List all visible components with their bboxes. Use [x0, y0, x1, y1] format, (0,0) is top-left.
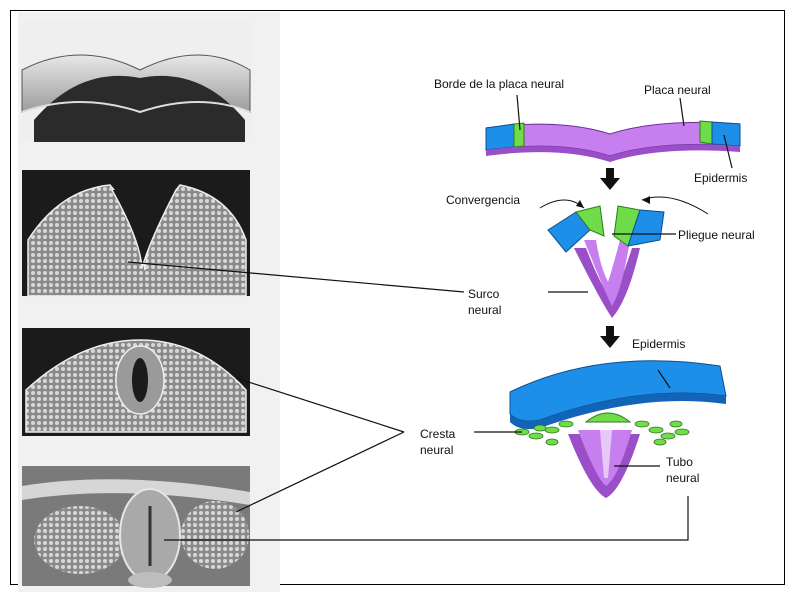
down-arrow-1: [600, 168, 620, 190]
label-borde-placa: Borde de la placa neural: [434, 77, 564, 91]
label-cresta-1: Cresta: [420, 427, 456, 441]
label-tubo-2: neural: [666, 471, 699, 485]
micrograph-neural-tube: [22, 466, 250, 588]
label-epidermis-bottom: Epidermis: [632, 337, 685, 351]
down-arrow-2: [600, 326, 620, 348]
stage-neural-plate: [486, 121, 740, 162]
label-surco-1: Surco: [468, 287, 500, 301]
stage-neural-fold: [540, 196, 708, 318]
label-pliegue-neural: Pliegue neural: [678, 228, 755, 242]
label-convergencia: Convergencia: [446, 193, 520, 207]
micrograph-neural-groove: [22, 170, 250, 296]
label-surco-2: neural: [468, 303, 501, 317]
micrograph-neural-tube-forming: [22, 328, 250, 436]
label-cresta-2: neural: [420, 443, 453, 457]
label-placa-neural: Placa neural: [644, 83, 711, 97]
label-epidermis-top: Epidermis: [694, 171, 747, 185]
label-tubo-1: Tubo: [666, 455, 693, 469]
micrograph-neural-plate: [22, 20, 250, 142]
